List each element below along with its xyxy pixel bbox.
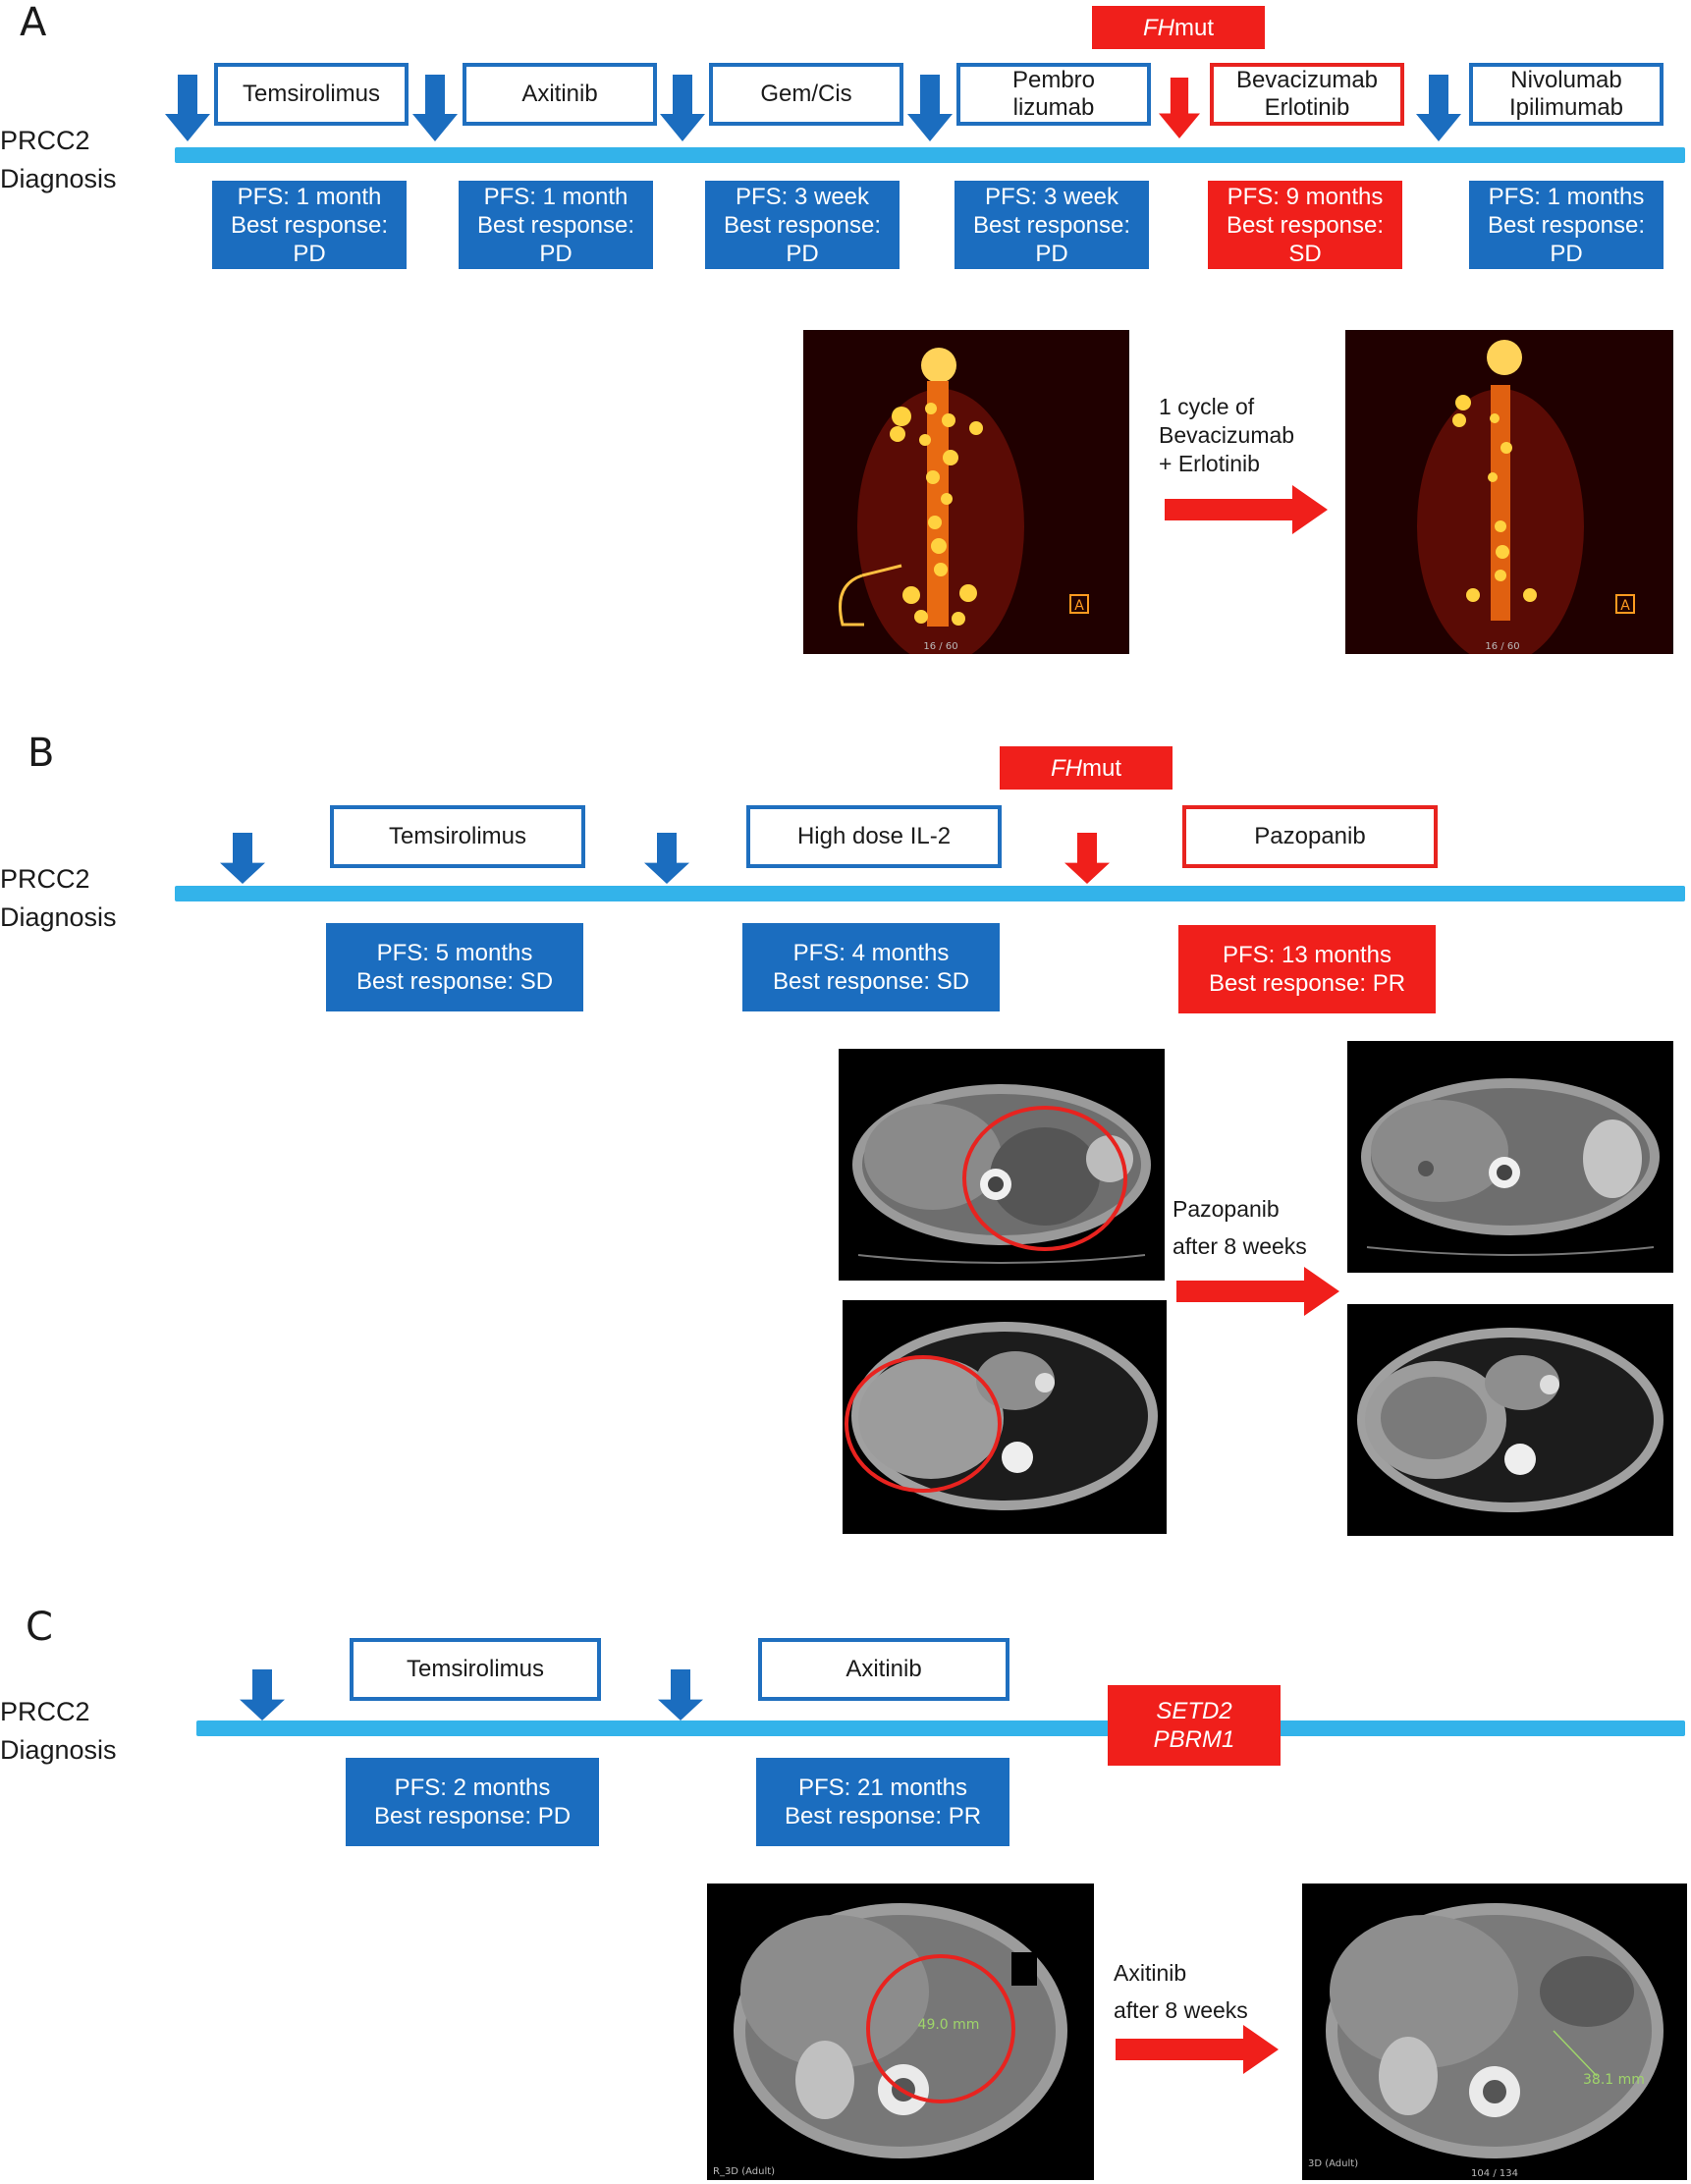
scan-slice-label: 16 / 60 <box>923 641 957 652</box>
panel-c-timeline <box>196 1720 1685 1736</box>
treatment-box-highlighted: Pazopanib <box>1182 805 1438 868</box>
pfs-value: PFS: 4 months <box>792 940 950 966</box>
scan-marker: A <box>1620 598 1630 614</box>
pfs-value: PFS: 3 week <box>984 183 1119 210</box>
pfs-value: PFS: 1 months <box>1488 183 1645 210</box>
treatment-box: Axitinib <box>758 1638 1009 1701</box>
pfs-value: PFS: 5 months <box>376 940 533 966</box>
scan-measurement: 38.1 mm <box>1583 2072 1645 2088</box>
best-response: Best response: PD <box>1487 211 1646 267</box>
best-response: Best response: PD <box>230 211 389 267</box>
ct-scan-before-upper <box>839 1049 1165 1281</box>
panel-b-timeline <box>175 886 1685 901</box>
treatment-box: Temsirolimus <box>214 63 409 126</box>
ct-scan-after-lower <box>1347 1304 1673 1536</box>
panel-b-diagnosis-label: PRCC2 Diagnosis <box>0 864 117 932</box>
ct-scan-before-lower <box>843 1300 1167 1534</box>
best-response: Best response: PR <box>1208 970 1406 997</box>
panel-a-timeline <box>175 147 1685 163</box>
best-response: Best response: PD <box>972 211 1131 267</box>
down-arrow-icon <box>1416 75 1461 141</box>
down-arrow-icon <box>660 75 705 141</box>
treatment-box: High dose IL-2 <box>746 805 1002 868</box>
treatment-box: Gem/Cis <box>709 63 903 126</box>
down-arrow-icon <box>165 75 210 141</box>
best-response: Best response: PD <box>723 211 882 267</box>
down-arrow-icon <box>220 833 265 884</box>
mutation-gene: FH <box>1050 754 1082 782</box>
pfs-value: PFS: 21 months <box>797 1774 968 1801</box>
pet-scan-after: A 16 / 60 <box>1345 330 1673 654</box>
best-response: Best response: SD <box>1226 211 1385 267</box>
panel-b-letter: B <box>27 731 55 776</box>
ct-scan-after-upper <box>1347 1041 1673 1273</box>
mutation-suffix: mut <box>1173 14 1214 41</box>
down-arrow-icon <box>412 75 458 141</box>
treatment-box: Temsirolimus <box>330 805 585 868</box>
down-arrow-icon <box>1159 77 1200 139</box>
mutation-gene: FH <box>1142 14 1174 41</box>
pfs-value: PFS: 3 week <box>735 183 870 210</box>
treatment-box: Nivolumab Ipilimumab <box>1469 63 1664 126</box>
ct-scan-after: 38.1 mm 3D (Adult) 104 / 134 <box>1302 1884 1687 2180</box>
scan-slice-label: 16 / 60 <box>1485 641 1519 652</box>
best-response: Best response: PR <box>784 1803 982 1829</box>
best-response: Best response: SD <box>355 968 554 995</box>
right-arrow-icon <box>1176 1267 1339 1316</box>
down-arrow-icon <box>658 1669 703 1720</box>
down-arrow-icon <box>644 833 689 884</box>
down-arrow-icon <box>907 75 953 141</box>
mutation-gene: PBRM1 <box>1153 1726 1235 1753</box>
panel-c-letter: C <box>26 1605 53 1650</box>
treatment-box: Temsirolimus <box>350 1638 601 1701</box>
treatment-box: Axitinib <box>463 63 657 126</box>
treatment-box: Pembro lizumab <box>956 63 1151 126</box>
mutation-suffix: mut <box>1081 754 1121 782</box>
panel-b-mutation-badge: FH mut <box>1000 746 1173 790</box>
best-response: Best response: PD <box>373 1803 572 1829</box>
scan-slice-label: 104 / 134 <box>1471 2168 1518 2179</box>
scan-corner-label: R_3D (Adult) <box>713 2166 775 2177</box>
pfs-value: PFS: 13 months <box>1222 942 1392 968</box>
panel-a-letter: A <box>20 0 47 45</box>
treatment-box-highlighted: Bevacizumab Erlotinib <box>1210 63 1404 126</box>
panel-a-diagnosis-label: PRCC2 Diagnosis <box>0 126 117 193</box>
pfs-value: PFS: 2 months <box>394 1774 551 1801</box>
down-arrow-icon <box>1064 833 1110 884</box>
panel-c-arrow-note: Axitinib after 8 weeks <box>1114 1960 1248 2023</box>
pfs-value: PFS: 9 months <box>1227 183 1384 210</box>
pet-scan-before: A 16 / 60 <box>803 330 1129 654</box>
best-response: Best response: SD <box>772 968 970 995</box>
pfs-value: PFS: 1 month <box>483 183 628 210</box>
panel-b-arrow-note: Pazopanib after 8 weeks <box>1173 1196 1307 1259</box>
down-arrow-icon <box>240 1669 285 1720</box>
best-response: Best response: PD <box>476 211 635 267</box>
pfs-value: PFS: 1 month <box>237 183 382 210</box>
right-arrow-icon <box>1165 485 1328 534</box>
scan-measurement: 49.0 mm <box>918 2017 980 2033</box>
panel-a-mutation-badge: FH mut <box>1092 6 1265 49</box>
scan-corner-label: 3D (Adult) <box>1308 2158 1358 2169</box>
ct-scan-before: 49.0 mm R_3D (Adult) <box>707 1884 1094 2180</box>
panel-a-arrow-note: 1 cycle of Bevacizumab + Erlotinib <box>1159 394 1295 476</box>
scan-marker: A <box>1074 598 1084 614</box>
right-arrow-icon <box>1116 2025 1279 2074</box>
mutation-gene: SETD2 <box>1156 1698 1232 1724</box>
panel-c-diagnosis-label: PRCC2 Diagnosis <box>0 1697 117 1765</box>
